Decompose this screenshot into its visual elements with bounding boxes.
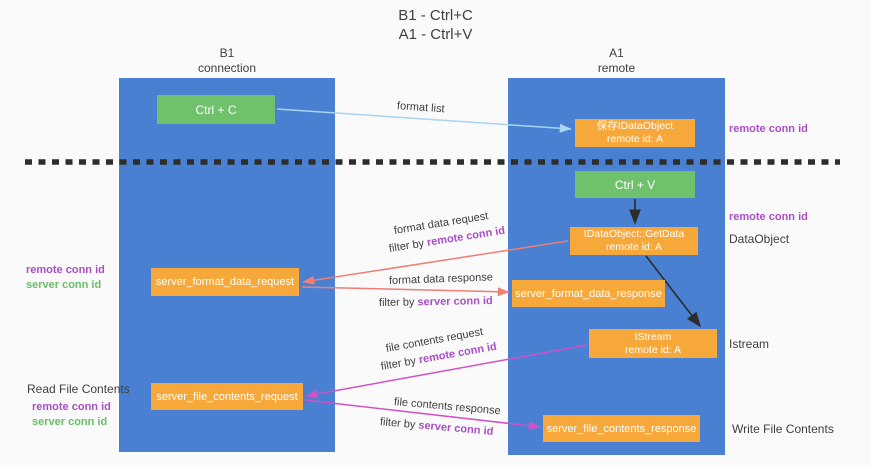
node-istream-line1: IStream xyxy=(634,330,672,343)
label-file-conn-ids: remote conn id server conn id xyxy=(32,400,111,430)
node-save-idataobject-line1: 保存IDataObject xyxy=(596,120,674,132)
title-line2: A1 - Ctrl+V xyxy=(398,26,473,43)
node-istream: IStream remote id: A xyxy=(589,329,717,358)
lane-a1-name: A1 xyxy=(609,46,624,60)
node-file-request-label: server_file_contents_request xyxy=(156,390,298,403)
label-remote-conn-id-mid: remote conn id xyxy=(729,211,808,223)
filter-prefix-4: filter by xyxy=(379,416,419,432)
node-server-format-data-request: server_format_data_request xyxy=(151,268,299,296)
filter-value-4: server conn id xyxy=(417,419,494,438)
label-format-remote-conn-id: remote conn id xyxy=(26,264,105,276)
diagram-title: B1 - Ctrl+C A1 - Ctrl+V xyxy=(0,6,871,44)
label-file-server-conn-id: server conn id xyxy=(32,416,108,428)
node-file-response-label: server_file_contents_response xyxy=(546,422,697,435)
label-remote-conn-id-top: remote conn id xyxy=(729,123,808,135)
lane-a1-subtitle: remote xyxy=(597,61,636,75)
title-line1: B1 - Ctrl+C xyxy=(398,7,473,24)
filter-prefix-1: filter by xyxy=(388,237,428,255)
node-ctrl-v: Ctrl + V xyxy=(575,171,695,198)
lane-b1-subtitle: connection xyxy=(197,61,257,75)
label-read-file-contents: Read File Contents xyxy=(27,382,130,396)
label-format-data-response: format data response xyxy=(388,271,494,287)
node-server-file-contents-response: server_file_contents_response xyxy=(543,415,700,442)
node-format-request-label: server_format_data_request xyxy=(155,276,295,288)
lane-b1-name: B1 xyxy=(219,46,235,60)
node-save-idataobject: 保存IDataObject remote id: A xyxy=(575,119,695,147)
node-idataobject-getdata: IDataObject::GetData remote id: A xyxy=(570,227,698,255)
node-server-file-contents-request: server_file_contents_request xyxy=(151,383,303,410)
filter-prefix-2: filter by xyxy=(378,296,418,309)
label-format-server-conn-id: server conn id xyxy=(26,279,102,291)
node-getdata-line1: IDataObject::GetData xyxy=(583,228,685,240)
label-dataobject: DataObject xyxy=(729,232,790,246)
node-save-idataobject-line2: remote id: A xyxy=(606,133,664,145)
node-ctrl-c-label: Ctrl + C xyxy=(195,102,237,117)
label-filter-server-conn-id-2: filter by server conn id xyxy=(379,416,493,438)
label-format-conn-ids: remote conn id server conn id xyxy=(26,263,105,293)
node-server-format-data-response: server_format_data_response xyxy=(512,280,665,307)
node-ctrl-v-label: Ctrl + V xyxy=(614,177,656,192)
label-format-list: format list xyxy=(396,100,445,116)
node-istream-line2: remote id: A xyxy=(624,343,682,356)
node-getdata-line2: remote id: A xyxy=(605,241,663,253)
filter-prefix-3: filter by xyxy=(379,354,420,373)
label-write-file-contents: Write File Contents xyxy=(732,422,834,436)
lane-b1-header: B1 connection xyxy=(119,46,335,76)
filter-value-2: server conn id xyxy=(417,295,493,309)
lane-a1-header: A1 remote xyxy=(508,46,725,76)
node-ctrl-c: Ctrl + C xyxy=(157,95,275,124)
node-format-response-label: server_format_data_response xyxy=(515,287,662,300)
label-filter-server-conn-id-1: filter by server conn id xyxy=(379,295,493,309)
label-file-contents-response: file contents response xyxy=(393,396,502,418)
label-istream: Istream xyxy=(729,337,770,351)
label-file-remote-conn-id: remote conn id xyxy=(32,401,111,413)
